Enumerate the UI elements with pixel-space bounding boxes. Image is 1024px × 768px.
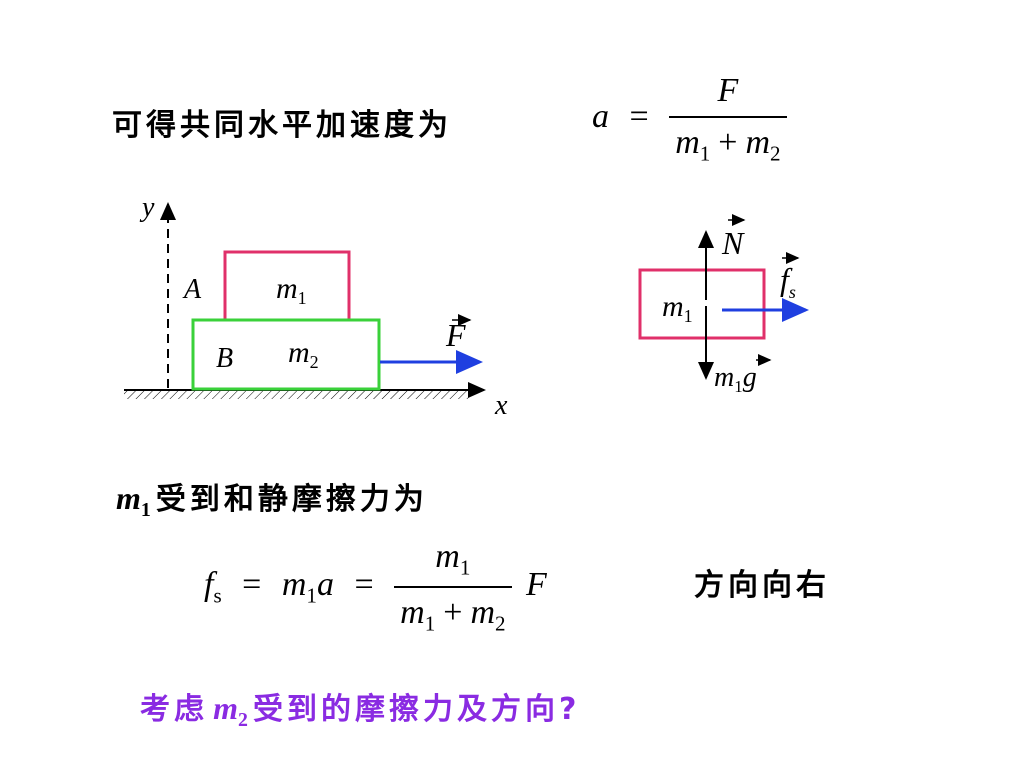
fraction-bar <box>669 116 787 118</box>
free-body-mass: m1 <box>662 290 693 326</box>
block-b <box>191 318 381 391</box>
eq-a-equals: = <box>629 97 649 135</box>
eq-f-numerator: m1 <box>435 538 471 580</box>
block-a-mass: m1 <box>276 272 307 308</box>
friction-label: fs <box>780 261 796 302</box>
direction-right: 方向向右 <box>694 568 830 603</box>
weight-label: m1g <box>714 362 757 396</box>
eq-a-fraction: F m1+m2 <box>669 72 787 166</box>
equation-friction: fs = m1a = m1 m1+m2 F <box>204 538 547 637</box>
normal-force-label: N <box>721 225 745 261</box>
force-label: F <box>445 317 466 353</box>
x-axis-label: x <box>494 390 508 421</box>
eq-a-lhs: a <box>592 97 609 135</box>
question-m2-friction: 考虑 m2 受到的摩擦力及方向? <box>140 690 581 731</box>
ground-hatching <box>124 391 470 399</box>
equation-acceleration: a = F m1+m2 <box>592 72 787 166</box>
line2-text: 受到和静摩擦力为 <box>155 482 428 517</box>
eq-f-fraction: m1 m1+m2 <box>394 538 512 637</box>
y-axis-label: y <box>139 192 155 223</box>
block-a-letter: A <box>182 274 202 305</box>
block-b-mass: m2 <box>288 336 319 372</box>
eq-a-denominator: m1+m2 <box>675 124 781 166</box>
fraction-bar <box>394 586 512 589</box>
free-body-block <box>638 268 766 340</box>
eq-a-numerator: F <box>717 72 739 109</box>
statement-common-acceleration: 可得共同水平加速度为 <box>112 108 452 143</box>
block-b-letter: B <box>216 343 233 374</box>
statement-static-friction: m1 受到和静摩擦力为 <box>116 474 428 522</box>
line2-mass: m1 <box>116 480 151 521</box>
eq-f-denominator: m1+m2 <box>400 594 506 636</box>
